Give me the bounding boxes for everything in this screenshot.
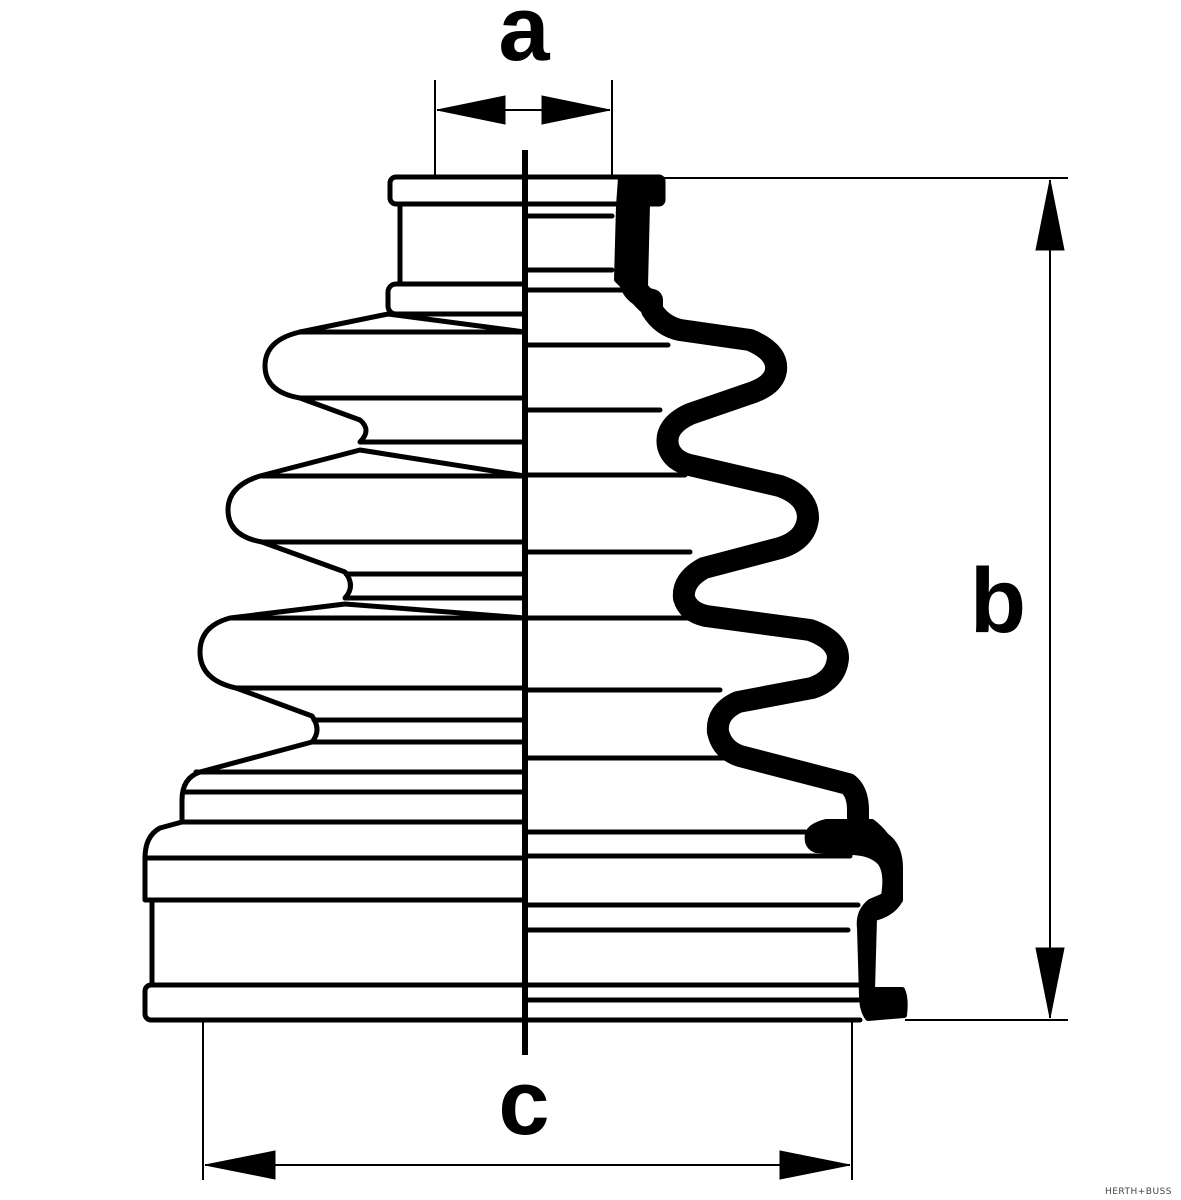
dimension-c [202,1022,853,1180]
fold-2 [225,447,525,601]
dimension-b-arrow-top [1035,179,1065,251]
small-end-clamp-section [614,176,664,314]
small-collar-neck [397,201,525,287]
dimension-c-label: c [498,1052,549,1154]
dimension-b [660,177,1068,1021]
dimension-c-arrow-right [779,1150,851,1180]
dimension-c-arrow-left [204,1150,276,1180]
dimension-a-label: a [498,0,550,80]
dimension-a-arrow-left [436,95,506,125]
fold-3 [197,601,525,745]
dimension-a-arrow-right [541,95,611,125]
big-end-clamp-section [804,819,908,1021]
small-collar-step [385,281,525,317]
dimension-a [434,80,613,178]
dimension-b-arrow-bottom [1035,947,1065,1019]
big-collar-ring [142,982,525,1023]
fold-1 [262,311,525,445]
big-collar-step [142,819,525,903]
big-end-shoulder [179,739,525,825]
brand-mark: HERTH+BUSS [1105,1187,1172,1197]
boot-wall-section [619,179,869,841]
boot-section-view [523,174,908,1023]
small-collar-ring [387,174,525,207]
boot-exterior-view [142,174,525,1023]
big-collar-body [149,897,525,988]
dimension-b-label: b [970,550,1026,652]
inner-section-lines [523,174,863,1023]
